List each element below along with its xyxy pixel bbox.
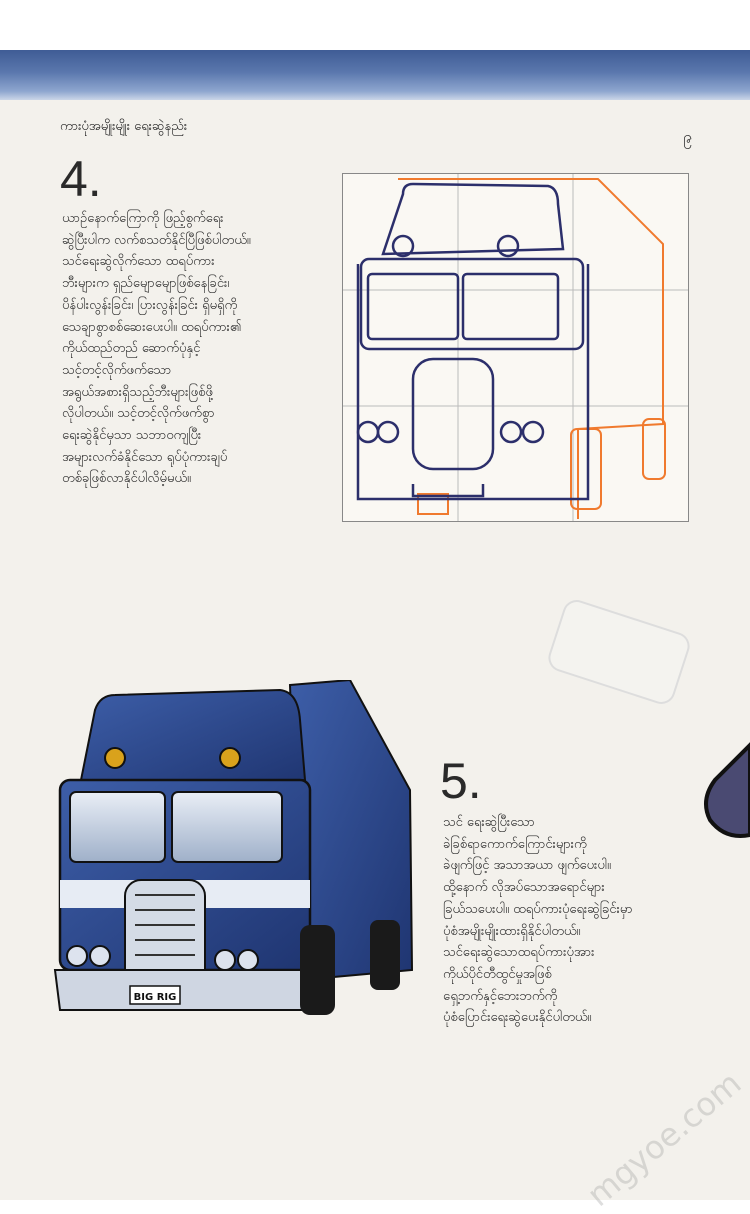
text-line: ခဲဖျက်ဖြင့် အသာအယာ ဖျက်ပေးပါ။: [443, 858, 611, 874]
colored-truck-illustration: BIG RIG: [53, 680, 414, 1015]
text-line: ကိုယ်ပိုင်တီထွင်မှုအဖြစ်: [443, 966, 552, 982]
text-line: တစ်ခုဖြစ်လာနိုင်ပါလိမ့်မယ်။: [62, 471, 191, 487]
text-line: ထို့နောက် လိုအပ်သောအရောင်များ: [443, 880, 605, 896]
text-line: သေချာစွာစစ်ဆေးပေးပါ။ ထရပ်ကား၏: [62, 319, 242, 335]
text-line: သင်ရေးဆွဲသောထရပ်ကားပုံအား: [443, 945, 595, 961]
sketch-grid: [342, 173, 689, 522]
step-5-number: 5.: [440, 753, 482, 809]
step-5-text: သင် ရေးဆွဲပြီးသော ခဲခြစ်ရာကောက်ကြောင်းမျ…: [443, 812, 633, 1029]
text-line: ပုံစံအမျိုးမျိုးထားရှိနိုင်ပါတယ်။: [443, 923, 581, 939]
text-line: ခဲခြစ်ရာကောက်ကြောင်းများကို: [443, 836, 587, 852]
text-line: အများလက်ခံနိုင်သော ရုပ်ပုံကားချပ်: [62, 449, 228, 465]
license-plate: BIG RIG: [134, 992, 177, 1003]
text-line: သင်ရေးဆွဲလိုက်သော ထရပ်ကား: [62, 254, 215, 270]
text-line: သင် ရေးဆွဲပြီးသော: [443, 815, 535, 830]
truck-sketch: [343, 174, 688, 521]
header-banner: [0, 50, 750, 105]
text-line: ဘီးများက ရှည်မျောမျောဖြစ်နေခြင်း၊: [62, 276, 230, 292]
text-line: ရှေ့ဘက်နှင့်ဘေးဘက်ကို: [443, 988, 558, 1004]
chapter-title: ကားပုံအမျိုးမျိုး ရေးဆွဲနည်း: [60, 119, 188, 134]
page-number: ၉: [683, 127, 692, 146]
text-line: လိုပါတယ်။ သင့်တင့်လိုက်ဖက်စွာ: [62, 406, 215, 422]
text-line: ပိန်ပါးလွန်းခြင်း၊ ပြားလွန်းခြင်း ရှိမရှ…: [62, 297, 238, 313]
text-line: အရွယ်အစားရှိသည့်ဘီးများဖြစ်ဖို့: [62, 384, 213, 400]
text-line: ရေးဆွဲနိုင်မှသာ သဘာဝကျပြီး: [62, 428, 202, 444]
step-4-text: ယာဉ်နောက်ကြောကို ဖြည့်စွက်ရေး ဆွဲပြီးပါက…: [62, 208, 251, 490]
top-margin: [0, 0, 750, 50]
text-line: ဆွဲပြီးပါက လက်စသတ်နိုင်ပြီဖြစ်ပါတယ်။: [62, 232, 251, 248]
text-line: ယာဉ်နောက်ကြောကို ဖြည့်စွက်ရေး: [62, 211, 224, 226]
text-line: ပုံစံပြောင်းရေးဆွဲပေးနိုင်ပါတယ်။: [443, 1010, 592, 1026]
step-4-number: 4.: [60, 151, 102, 207]
text-line: ကိုယ်ထည်တည် ဆောက်ပုံနှင့်: [62, 341, 201, 357]
text-line: သင့်တင့်လိုက်ဖက်သော: [62, 362, 172, 378]
crayon-illustration: [704, 742, 750, 838]
text-line: ခြယ်သပေးပါ။ ထရပ်ကားပုံရေးဆွဲခြင်းမှာ: [443, 901, 633, 917]
